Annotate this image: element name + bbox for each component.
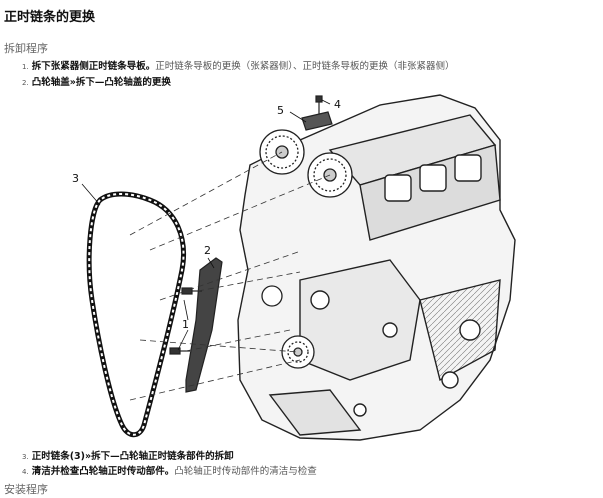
removal-procedure-heading: 拆卸程序 (4, 42, 48, 55)
install-procedure-heading: 安装程序 (4, 483, 48, 496)
page-title: 正时链条的更换 (4, 10, 96, 25)
callout-3: 3 (72, 172, 79, 185)
step-number: 1. (22, 63, 29, 71)
callout-leaders (81, 99, 331, 351)
step-4: 4.清洁并检查凸轮轴正时传动部件。凸轮轴正时传动部件的清洁与检查 (22, 463, 317, 477)
timing-chain (86, 191, 186, 438)
top-bracket (301, 111, 333, 131)
chain-guide (185, 257, 223, 393)
step-2: 2.凸轮轴盖»拆下—凸轮轴盖的更换 (22, 74, 171, 88)
step-reference[interactable]: 凸轮轴正时传动部件的清洁与检查 (174, 466, 317, 477)
step-1: 1.拆下张紧器侧正时链条导板。正时链条导板的更换（张紧器侧）、正时链条导板的更换… (22, 58, 454, 72)
engine-timing-chain-diagram: 1 2 3 4 5 (72, 94, 516, 441)
step-3: 3.正时链条(3)»拆下—凸轮轴正时链条部件的拆卸 (22, 448, 234, 462)
callout-5: 5 (277, 104, 284, 117)
step-reference[interactable]: 正时链条导板的更换（张紧器侧）、正时链条导板的更换（非张紧器侧） (155, 61, 455, 72)
step-action[interactable]: 凸轮轴盖»拆下—凸轮轴盖的更换 (31, 77, 171, 88)
callout-1: 1 (182, 318, 189, 331)
callout-2: 2 (204, 244, 211, 257)
assembly-leader-lines (129, 151, 331, 401)
crankshaft-sprocket (261, 285, 315, 369)
guide-bolts (169, 287, 202, 355)
step-number: 3. (22, 453, 29, 461)
step-number: 4. (22, 468, 29, 476)
callout-4: 4 (334, 98, 341, 111)
step-action[interactable]: 清洁并检查凸轮轴正时传动部件。 (31, 466, 175, 477)
step-action[interactable]: 拆下张紧器侧正时链条导板。 (31, 61, 156, 72)
step-number: 2. (22, 79, 29, 87)
step-action[interactable]: 正时链条(3)»拆下—凸轮轴正时链条部件的拆卸 (31, 451, 234, 462)
